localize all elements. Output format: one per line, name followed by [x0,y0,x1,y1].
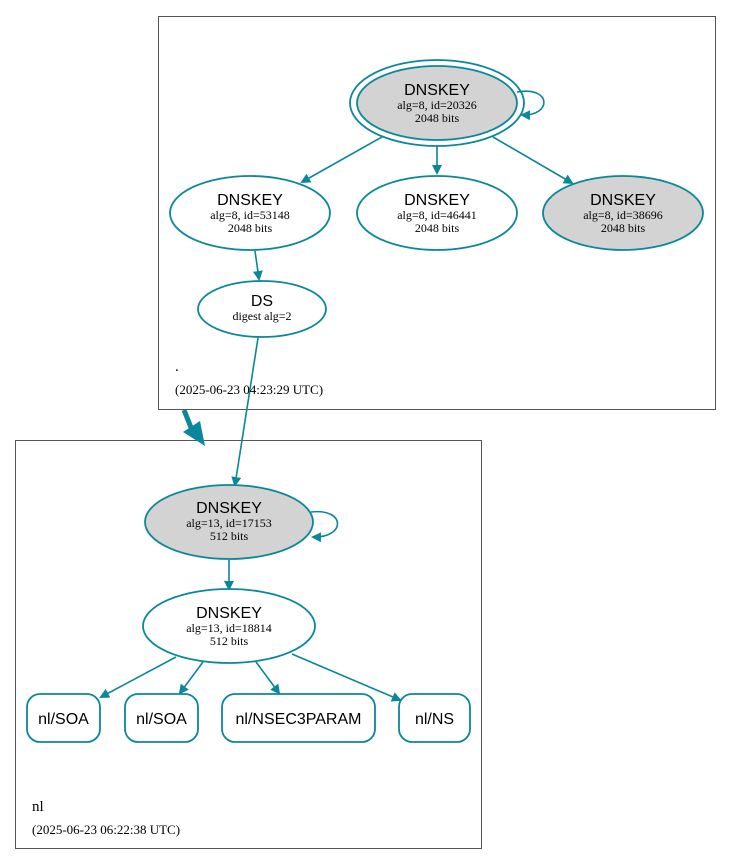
node-bits: 2048 bits [601,221,646,235]
node-nl-ksk: DNSKEY alg=13, id=17153 512 bits [144,484,314,560]
node-title: DNSKEY [590,192,656,209]
node-alg-id: alg=8, id=20326 [397,98,477,112]
node-bits: 2048 bits [415,111,460,125]
rrset-nl-soa-1: nl/SOA [26,693,101,743]
node-title: DNSKEY [404,82,470,99]
node-root-ksk: DNSKEY alg=8, id=20326 2048 bits [349,59,525,147]
edge-ksk-to-k3 [492,136,574,185]
rrset-label: nl/NS [415,711,454,728]
delegation-arrow [181,409,195,431]
node-root-key-46441: DNSKEY alg=8, id=46441 2048 bits [356,175,518,251]
node-bits: 512 bits [210,634,249,648]
root-zone-timestamp: (2025-06-23 04:23:29 UTC) [175,382,323,397]
node-digest: digest alg=2 [232,309,291,323]
rrset-nl-soa-2: nl/SOA [124,693,199,743]
node-alg-id: alg=8, id=53148 [210,208,290,222]
edge-zsk-to-rr1 [99,656,177,698]
node-title: DNSKEY [217,192,283,209]
node-bits: 512 bits [210,529,249,543]
root-zone-box [158,16,716,410]
nl-zone-name: nl [32,799,44,815]
nl-zone-box [15,440,482,849]
node-bits: 2048 bits [415,221,460,235]
edge-zsk-to-rr2 [178,661,204,695]
node-title: DNSKEY [196,605,262,622]
root-zone-name: . [175,359,179,375]
node-nl-zsk: DNSKEY alg=13, id=18814 512 bits [142,588,316,664]
node-title: DNSKEY [404,192,470,209]
edge-ksk-to-k1 [300,136,383,183]
rrset-label: nl/NSEC3PARAM [236,711,362,728]
rrset-label: nl/SOA [38,711,89,728]
delegation-arrow-head [183,421,205,446]
node-title: DNSKEY [196,500,262,517]
node-alg-id: alg=8, id=46441 [397,208,477,222]
node-title: DS [251,293,273,310]
node-alg-id: alg=13, id=17153 [186,516,272,530]
node-root-key-38696: DNSKEY alg=8, id=38696 2048 bits [542,175,704,251]
node-root-key-53148: DNSKEY alg=8, id=53148 2048 bits [169,175,331,251]
edge-ksk-selfloop [516,90,545,121]
edge-nl-ksk-selfloop [310,510,339,543]
rrset-nl-ns: nl/NS [398,693,471,743]
edge-ds-to-nl-ksk [231,337,259,487]
edge-zsk-to-rr3 [255,661,281,695]
edge-k1-to-ds [252,250,263,281]
node-alg-id: alg=8, id=38696 [583,208,663,222]
node-alg-id: alg=13, id=18814 [186,621,272,635]
edge-zsk-to-rr4 [291,653,402,702]
node-nl-ds: DS digest alg=2 [197,280,327,338]
rrset-label: nl/SOA [136,711,187,728]
rrset-nl-nsec3param: nl/NSEC3PARAM [221,693,376,743]
nl-zone-timestamp: (2025-06-23 06:22:38 UTC) [32,822,180,837]
node-bits: 2048 bits [228,221,273,235]
